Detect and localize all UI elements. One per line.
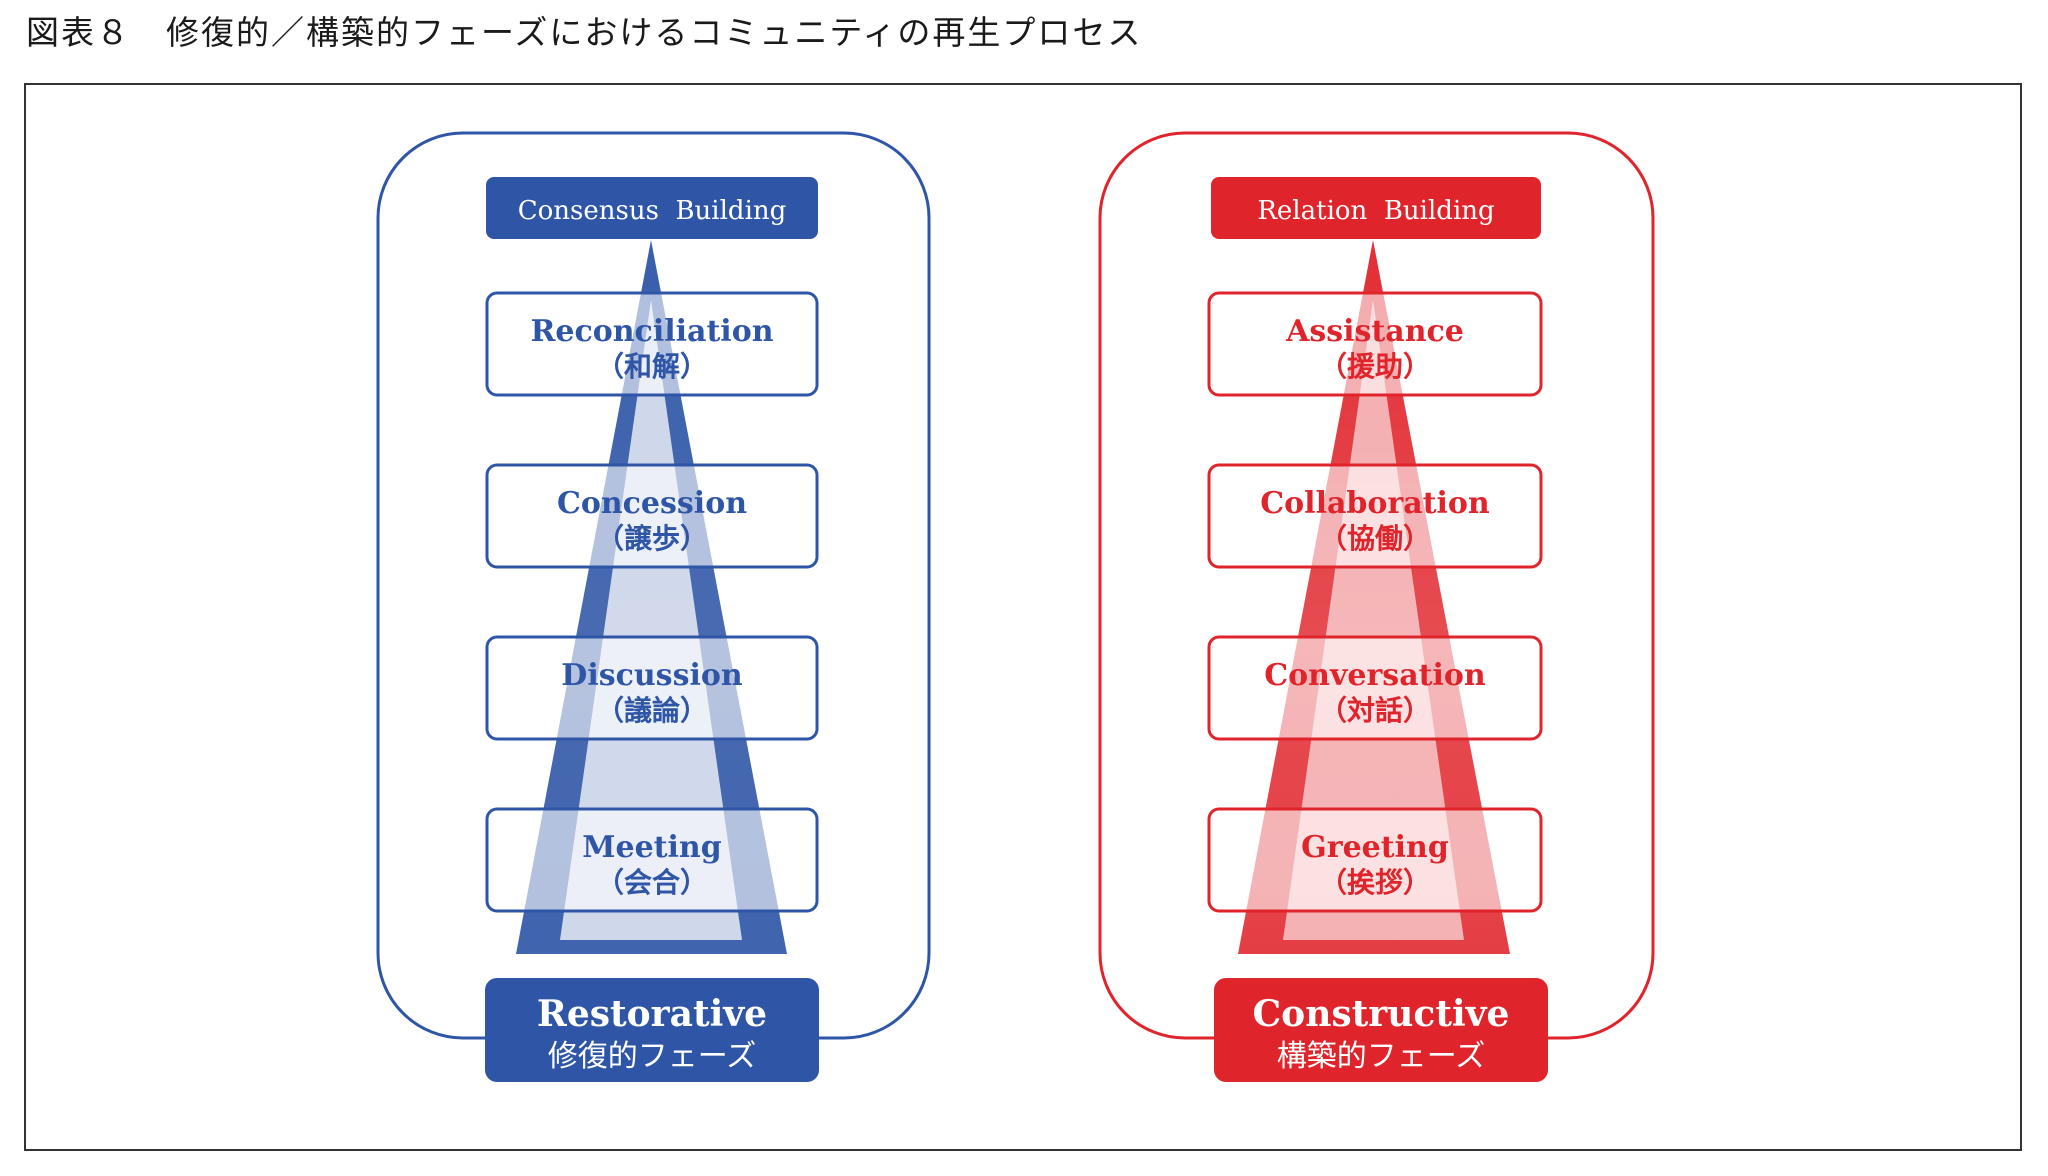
- step-title: Discussion: [561, 658, 743, 693]
- step-title: Conversation: [1264, 658, 1486, 693]
- step-title: Reconciliation: [530, 314, 773, 349]
- phase-subtitle: 構築的フェーズ: [1277, 1039, 1486, 1074]
- step-title: Meeting: [582, 830, 721, 865]
- pyramid-highlight: [560, 300, 742, 940]
- step-subtitle: （議論）: [596, 694, 708, 727]
- panel-restorative: Consensus Building Reconciliation （和解） C…: [376, 131, 931, 1082]
- panel-constructive: Relation Building Assistance （援助） Collab…: [1098, 131, 1655, 1082]
- phase-box: [485, 978, 819, 1082]
- step-box-meeting: Meeting （会合）: [485, 807, 819, 913]
- figure-title: 図表８ 修復的／構築的フェーズにおけるコミュニティの再生プロセス: [26, 13, 1143, 52]
- top-label: Relation Building: [1257, 196, 1494, 226]
- step-subtitle: （会合）: [596, 866, 708, 899]
- top-label-box: [486, 177, 818, 239]
- step-box-discussion: Discussion （議論）: [485, 635, 819, 741]
- step-box-reconciliation: Reconciliation （和解）: [485, 291, 819, 397]
- phase-title: Restorative: [537, 993, 767, 1035]
- step-subtitle: （援助）: [1319, 350, 1431, 383]
- phase-title: Constructive: [1253, 993, 1510, 1035]
- top-label: Consensus Building: [518, 196, 787, 226]
- phase-subtitle: 修復的フェーズ: [548, 1039, 757, 1074]
- step-box-assistance: Assistance （援助）: [1207, 291, 1543, 397]
- step-box-concession: Concession （譲歩）: [485, 463, 819, 569]
- step-title: Collaboration: [1260, 486, 1490, 521]
- top-label-box: [1211, 177, 1541, 239]
- step-subtitle: （和解）: [596, 350, 708, 383]
- phase-box: [1214, 978, 1548, 1082]
- pyramid-highlight: [1283, 300, 1464, 940]
- step-subtitle: （協働）: [1319, 522, 1431, 555]
- figure-frame: [24, 83, 2022, 1151]
- step-title: Assistance: [1285, 314, 1464, 349]
- step-subtitle: （譲歩）: [596, 522, 708, 555]
- step-title: Greeting: [1301, 830, 1449, 865]
- step-box-greeting: Greeting （挨拶）: [1207, 807, 1543, 913]
- step-subtitle: （対話）: [1319, 694, 1431, 727]
- step-box-collaboration: Collaboration （協働）: [1207, 463, 1543, 569]
- step-box-conversation: Conversation （対話）: [1207, 635, 1543, 741]
- step-subtitle: （挨拶）: [1319, 866, 1431, 899]
- step-title: Concession: [557, 486, 747, 521]
